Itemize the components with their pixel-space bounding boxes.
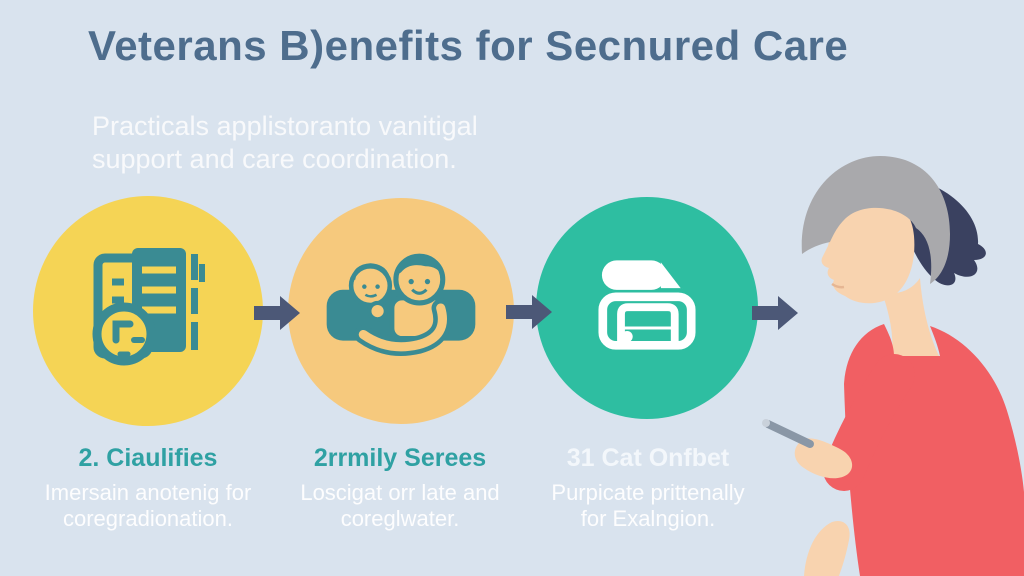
phone-stylus-icon — [764, 420, 814, 448]
arrow-right-icon — [506, 295, 552, 329]
printer-document-icon — [598, 257, 696, 350]
face-shape — [821, 192, 915, 304]
mouth-line — [831, 282, 845, 289]
step-label-3: 31 Cat Onfbet Purpicate prittenally for … — [518, 444, 778, 532]
document-clock-icon — [92, 248, 205, 366]
step-circle-3 — [536, 197, 758, 419]
elderly-woman-illustration — [762, 156, 1024, 576]
subtitle-line-1: Practicals applistoranto vanitigal — [92, 111, 478, 141]
ear-shape — [891, 232, 909, 256]
step-circle-2 — [288, 198, 514, 424]
neck-shape — [882, 278, 940, 358]
step-body-3: Purpicate prittenally for Exalngion. — [551, 480, 745, 531]
step-heading-1: 2. Ciaulifies — [78, 444, 218, 472]
page-title: Veterans B)enefits for Secnured Care — [88, 22, 849, 69]
step-body-2: Loscigat orr late and coreglwater. — [300, 480, 500, 531]
knee-shape — [804, 520, 850, 576]
phone-stylus-tip — [762, 419, 770, 427]
subtitle-line-2: support and care coordination. — [92, 144, 457, 174]
step-circle-1 — [33, 196, 263, 426]
arrow-right-icon — [752, 296, 798, 330]
subtitle: Practicals applistoranto vanitigal suppo… — [92, 110, 478, 176]
caregiver-embrace-icon — [326, 253, 476, 356]
arrow-right-icon — [254, 296, 300, 330]
step-heading-3: 31 Cat Onfbet — [566, 444, 730, 472]
step-label-2: 2rrmily Serees Loscigat orr late and cor… — [270, 444, 530, 532]
step-label-1: 2. Ciaulifies Imersain anotenig for core… — [18, 444, 278, 532]
step-body-1: Imersain anotenig for coregradionation. — [44, 480, 252, 531]
step-heading-2: 2rrmily Serees — [313, 444, 487, 472]
gray-hair-shape — [801, 156, 950, 284]
hand-shape — [794, 438, 853, 479]
